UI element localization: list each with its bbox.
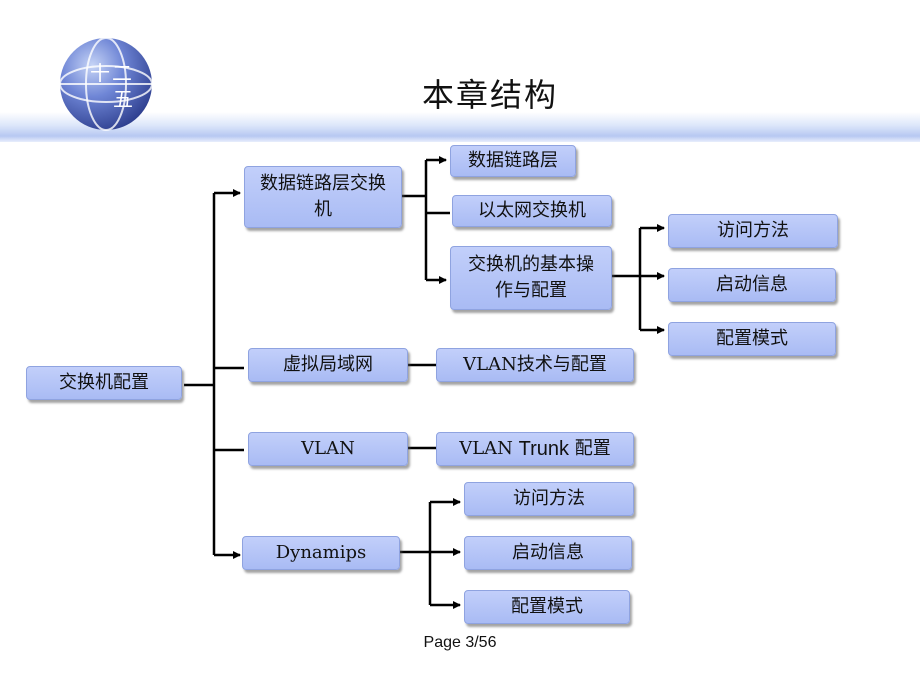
logo-char-2: 二	[112, 61, 132, 85]
logo-char-3: 五	[113, 87, 133, 111]
header-band	[0, 112, 920, 142]
node-ethernet-switch: 以太网交换机	[452, 195, 612, 227]
vlan-trunk-prefix: VLAN	[459, 438, 519, 459]
page-number: Page 3/56	[423, 634, 497, 651]
node-vlan: VLAN	[248, 432, 408, 466]
node-datalink-switch: 数据链路层交换机	[244, 166, 402, 228]
globe-logo-icon: 十 二 五	[59, 37, 153, 131]
node-boot-info-2: 启动信息	[464, 536, 632, 570]
node-virtual-lan: 虚拟局域网	[248, 348, 408, 382]
node-config-mode-2: 配置模式	[464, 590, 630, 624]
node-switch-basic-ops: 交换机的基本操作与配置	[450, 246, 612, 310]
vlan-trunk-suffix: 配置	[569, 438, 611, 459]
node-boot-info-1: 启动信息	[668, 268, 836, 302]
node-config-mode-1: 配置模式	[668, 322, 836, 356]
vlan-trunk-word: Trunk	[518, 438, 570, 460]
node-datalink-layer: 数据链路层	[450, 145, 576, 177]
node-access-method-2: 访问方法	[464, 482, 634, 516]
node-switch-config: 交换机配置	[26, 366, 182, 400]
node-dynamips: Dynamips	[242, 536, 400, 570]
page-title: 本章结构	[421, 76, 558, 114]
node-access-method-1: 访问方法	[668, 214, 838, 248]
node-vlan-tech: VLAN技术与配置	[436, 348, 634, 382]
logo-char-1: 十	[90, 61, 110, 85]
node-vlan-trunk: VLAN Trunk 配置	[436, 432, 634, 466]
